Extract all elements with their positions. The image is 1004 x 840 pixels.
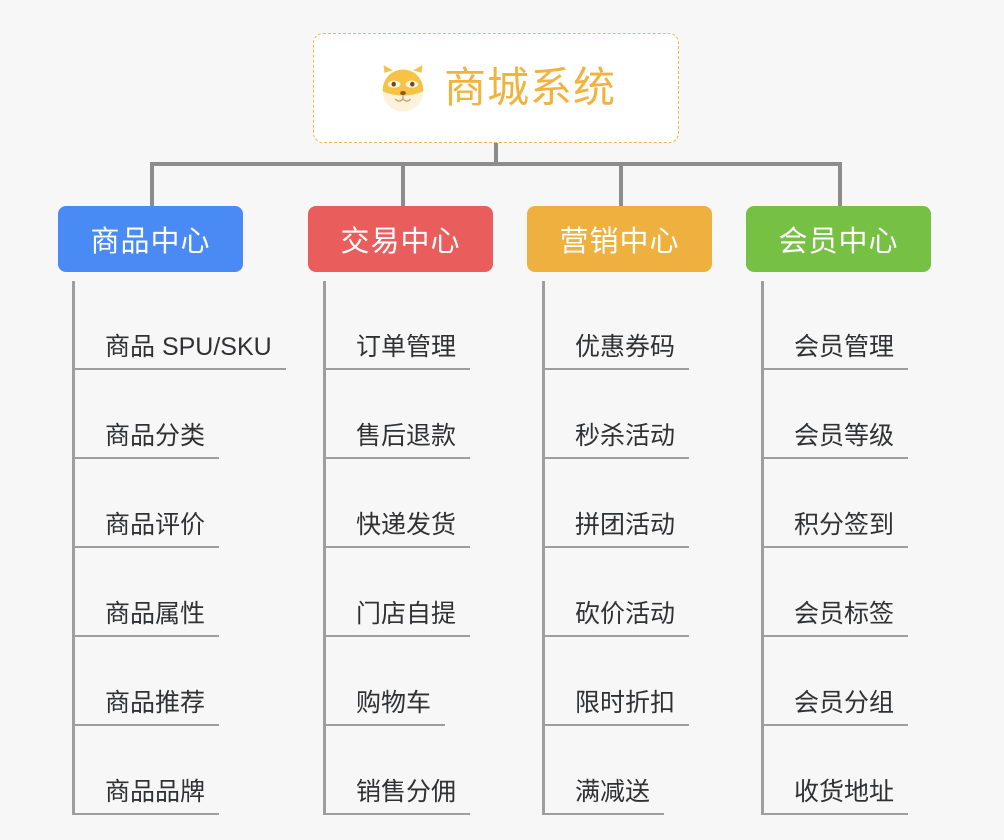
root-node-title: 商城系统 (443, 64, 616, 111)
leaf-item-label: 拼团活动 (545, 510, 690, 548)
leaf-item[interactable]: 拼团活动 (545, 459, 690, 548)
branch-node-3-label: 营销中心 (559, 226, 680, 258)
leaf-item-label: 商品属性 (75, 599, 220, 637)
leaf-item-label: 优惠券码 (545, 332, 690, 370)
connector-drop-4 (838, 162, 842, 207)
leaf-item[interactable]: 门店自提 (326, 548, 471, 637)
leaf-item-label: 满减送 (545, 777, 665, 815)
leaf-item[interactable]: 限时折扣 (545, 637, 690, 726)
leaf-item-label: 会员管理 (764, 332, 909, 370)
branch-node-1-label: 商品中心 (90, 226, 211, 258)
connector-horizontal-bus (150, 162, 842, 166)
leaf-item[interactable]: 订单管理 (326, 281, 471, 370)
leaf-item[interactable]: 商品评价 (75, 459, 220, 548)
leaf-item-label: 积分签到 (764, 510, 909, 548)
leaf-item[interactable]: 售后退款 (326, 370, 471, 459)
leaf-item-label: 秒杀活动 (545, 421, 690, 459)
leaf-spine-2 (323, 281, 326, 815)
leaf-spine-3 (542, 281, 545, 815)
leaf-item[interactable]: 会员管理 (764, 281, 909, 370)
leaf-item-label: 会员标签 (764, 599, 909, 637)
leaf-item[interactable]: 优惠券码 (545, 281, 690, 370)
leaf-item[interactable]: 积分签到 (764, 459, 909, 548)
branch-node-2[interactable]: 交易中心 (308, 206, 493, 272)
connector-drop-3 (619, 162, 623, 207)
connector-drop-2 (401, 162, 405, 207)
leaf-item[interactable]: 销售分佣 (326, 726, 471, 815)
leaf-item-label: 订单管理 (326, 332, 471, 370)
leaf-item[interactable]: 砍价活动 (545, 548, 690, 637)
leaf-item[interactable]: 商品品牌 (75, 726, 220, 815)
leaf-item-label: 会员分组 (764, 688, 909, 726)
leaf-item-label: 商品分类 (75, 421, 220, 459)
leaf-item-label: 商品推荐 (75, 688, 220, 726)
leaf-item[interactable]: 满减送 (545, 726, 665, 815)
leaf-item-label: 快递发货 (326, 510, 471, 548)
leaf-item-label: 销售分佣 (326, 777, 471, 815)
leaf-item[interactable]: 收货地址 (764, 726, 909, 815)
branch-node-4-label: 会员中心 (778, 226, 899, 258)
leaf-item[interactable]: 秒杀活动 (545, 370, 690, 459)
leaf-item-label: 限时折扣 (545, 688, 690, 726)
shiba-dog-icon (382, 65, 424, 112)
leaf-item[interactable]: 商品推荐 (75, 637, 220, 726)
leaf-item[interactable]: 会员分组 (764, 637, 909, 726)
branch-node-1[interactable]: 商品中心 (58, 206, 243, 272)
leaf-spine-4 (761, 281, 764, 815)
branch-node-2-label: 交易中心 (340, 226, 461, 258)
connector-root-stem (494, 143, 498, 165)
leaf-item-label: 收货地址 (764, 777, 909, 815)
leaf-item[interactable]: 会员标签 (764, 548, 909, 637)
leaf-item-label: 商品评价 (75, 510, 220, 548)
root-node-card[interactable]: 商城系统 (313, 33, 679, 143)
branch-node-4[interactable]: 会员中心 (746, 206, 931, 272)
leaf-item-label: 购物车 (326, 688, 446, 726)
leaf-item[interactable]: 商品属性 (75, 548, 220, 637)
leaf-item[interactable]: 购物车 (326, 637, 446, 726)
leaf-spine-1 (72, 281, 75, 815)
leaf-item[interactable]: 快递发货 (326, 459, 471, 548)
leaf-item-label: 砍价活动 (545, 599, 690, 637)
leaf-item-label: 门店自提 (326, 599, 471, 637)
leaf-item-label: 商品 SPU/SKU (75, 332, 286, 370)
leaf-item[interactable]: 商品分类 (75, 370, 220, 459)
branch-node-3[interactable]: 营销中心 (527, 206, 712, 272)
leaf-item-label: 售后退款 (326, 421, 471, 459)
leaf-item[interactable]: 商品 SPU/SKU (75, 281, 286, 370)
connector-drop-1 (150, 162, 154, 207)
leaf-item[interactable]: 会员等级 (764, 370, 909, 459)
leaf-item-label: 商品品牌 (75, 777, 220, 815)
leaf-item-label: 会员等级 (764, 421, 909, 459)
